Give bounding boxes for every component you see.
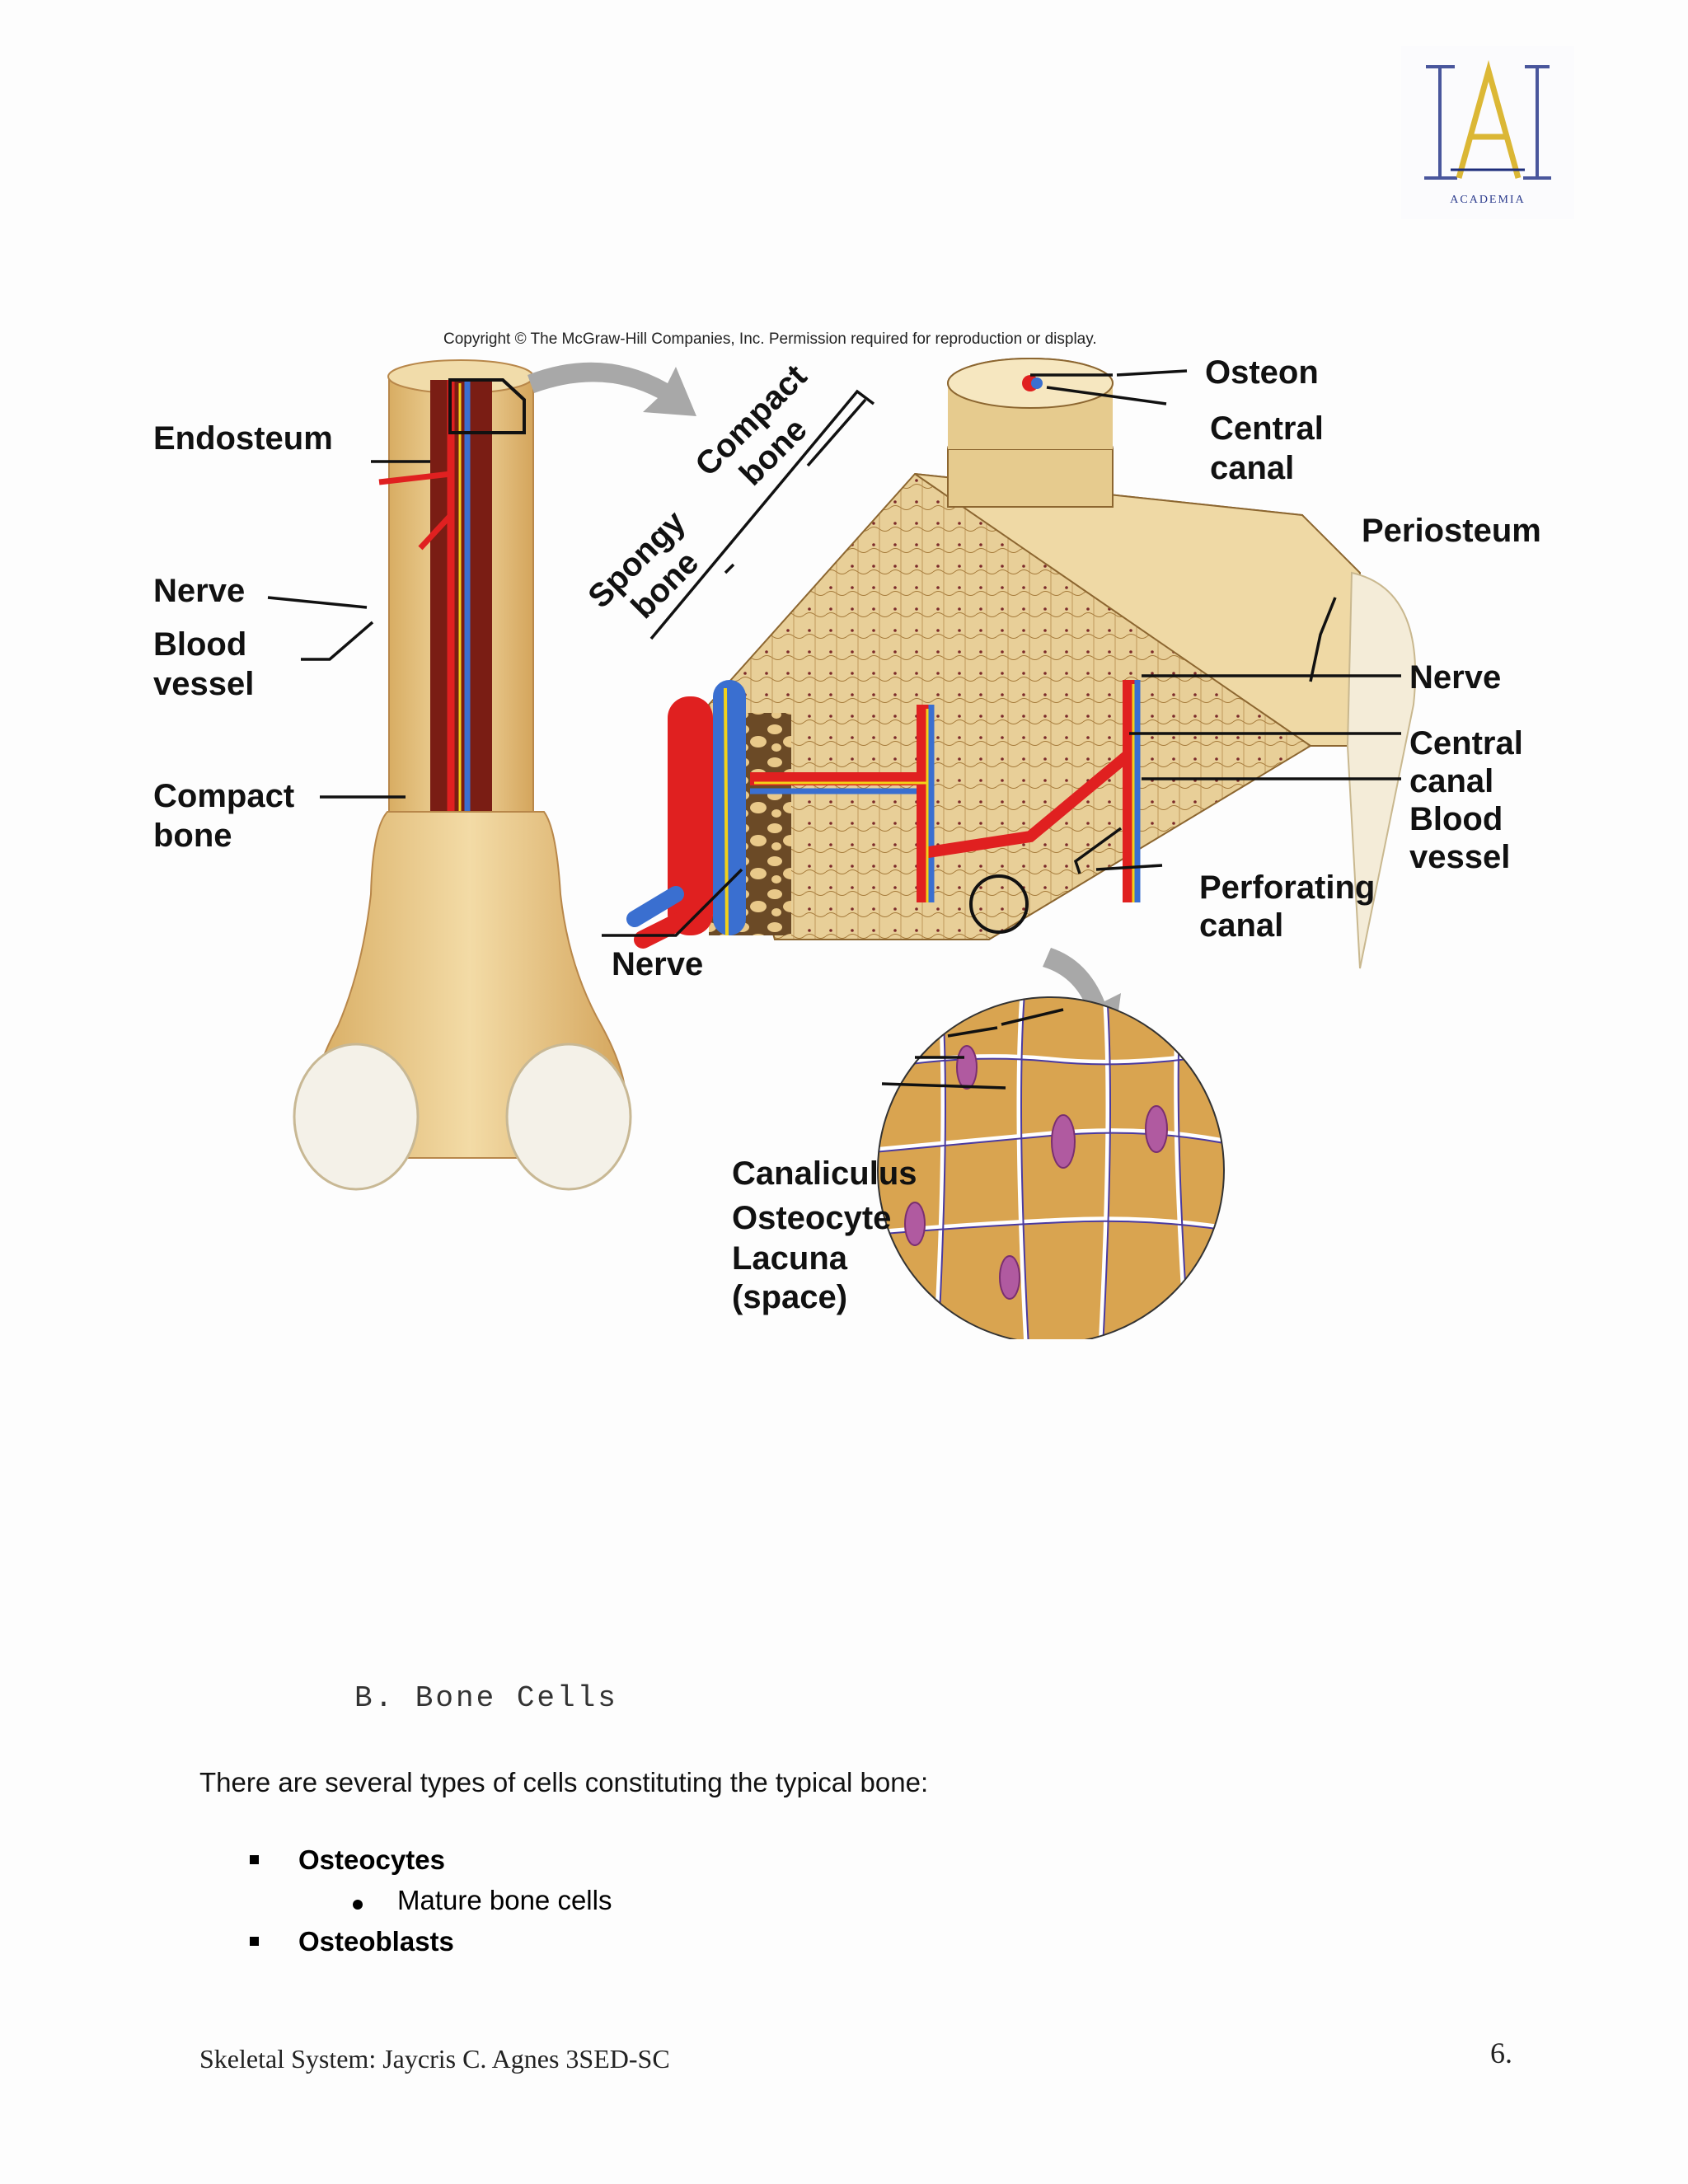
compact-bone-block [626,358,1417,969]
label-nerve-right: Nerve [1409,659,1501,696]
label-blood-vessel-right-1: Blood [1409,801,1503,837]
zoom-arrow-top [528,362,696,416]
footer-text: Skeletal System: Jaycris C. Agnes 3SED-S… [199,2044,670,2074]
label-central-canal-right-1: Central [1409,725,1523,762]
label-osteocyte: Osteocyte [732,1200,891,1236]
copyright-notice: Copyright © The McGraw-Hill Companies, I… [443,330,1097,348]
label-perforating-canal-2: canal [1199,907,1283,944]
logo-tagline: ACADEMIA [1450,194,1525,206]
list-item-osteoblasts: Osteoblasts [298,1926,454,1957]
label-endosteum: Endosteum [153,420,333,457]
round-bullet-icon [353,1900,363,1910]
list-item-osteocytes: Osteocytes [298,1844,445,1875]
label-canaliculus: Canaliculus [732,1155,917,1192]
label-perforating-canal-1: Perforating [1199,869,1375,906]
label-central-canal-top-1: Central [1210,410,1324,447]
label-central-canal-top-2: canal [1210,450,1294,486]
label-nerve-left: Nerve [153,573,245,609]
square-bullet-icon [250,1855,259,1864]
label-central-canal-right-2: canal [1409,763,1493,799]
label-blood-vessel-right-2: vessel [1409,839,1510,875]
label-blood-vessel-left-2: vessel [153,666,254,702]
section-heading: B. Bone Cells [354,1681,618,1715]
label-blood-vessel-left-1: Blood [153,626,246,663]
label-compact-bone-left-1: Compact [153,778,294,814]
osteocyte-magnified-view [878,997,1224,1339]
label-periosteum: Periosteum [1362,513,1541,549]
leader-lines [267,369,1401,1090]
intro-paragraph: There are several types of cells constit… [199,1767,929,1797]
school-logo: ACADEMIA [1401,46,1574,219]
label-compact-bone-left-2: bone [153,818,232,854]
square-bullet-icon [250,1937,259,1946]
label-lacuna-2: (space) [732,1279,847,1315]
long-bone-illustration [293,359,632,1191]
label-nerve-bottom: Nerve [612,946,703,982]
label-osteon: Osteon [1205,354,1319,391]
page-number: 6. [1490,2036,1512,2069]
bone-structure-diagram: Copyright © The McGraw-Hill Companies, I… [153,330,1541,1339]
label-lacuna-1: Lacuna [732,1240,848,1277]
sub-item-mature-bone-cells: Mature bone cells [397,1885,612,1915]
